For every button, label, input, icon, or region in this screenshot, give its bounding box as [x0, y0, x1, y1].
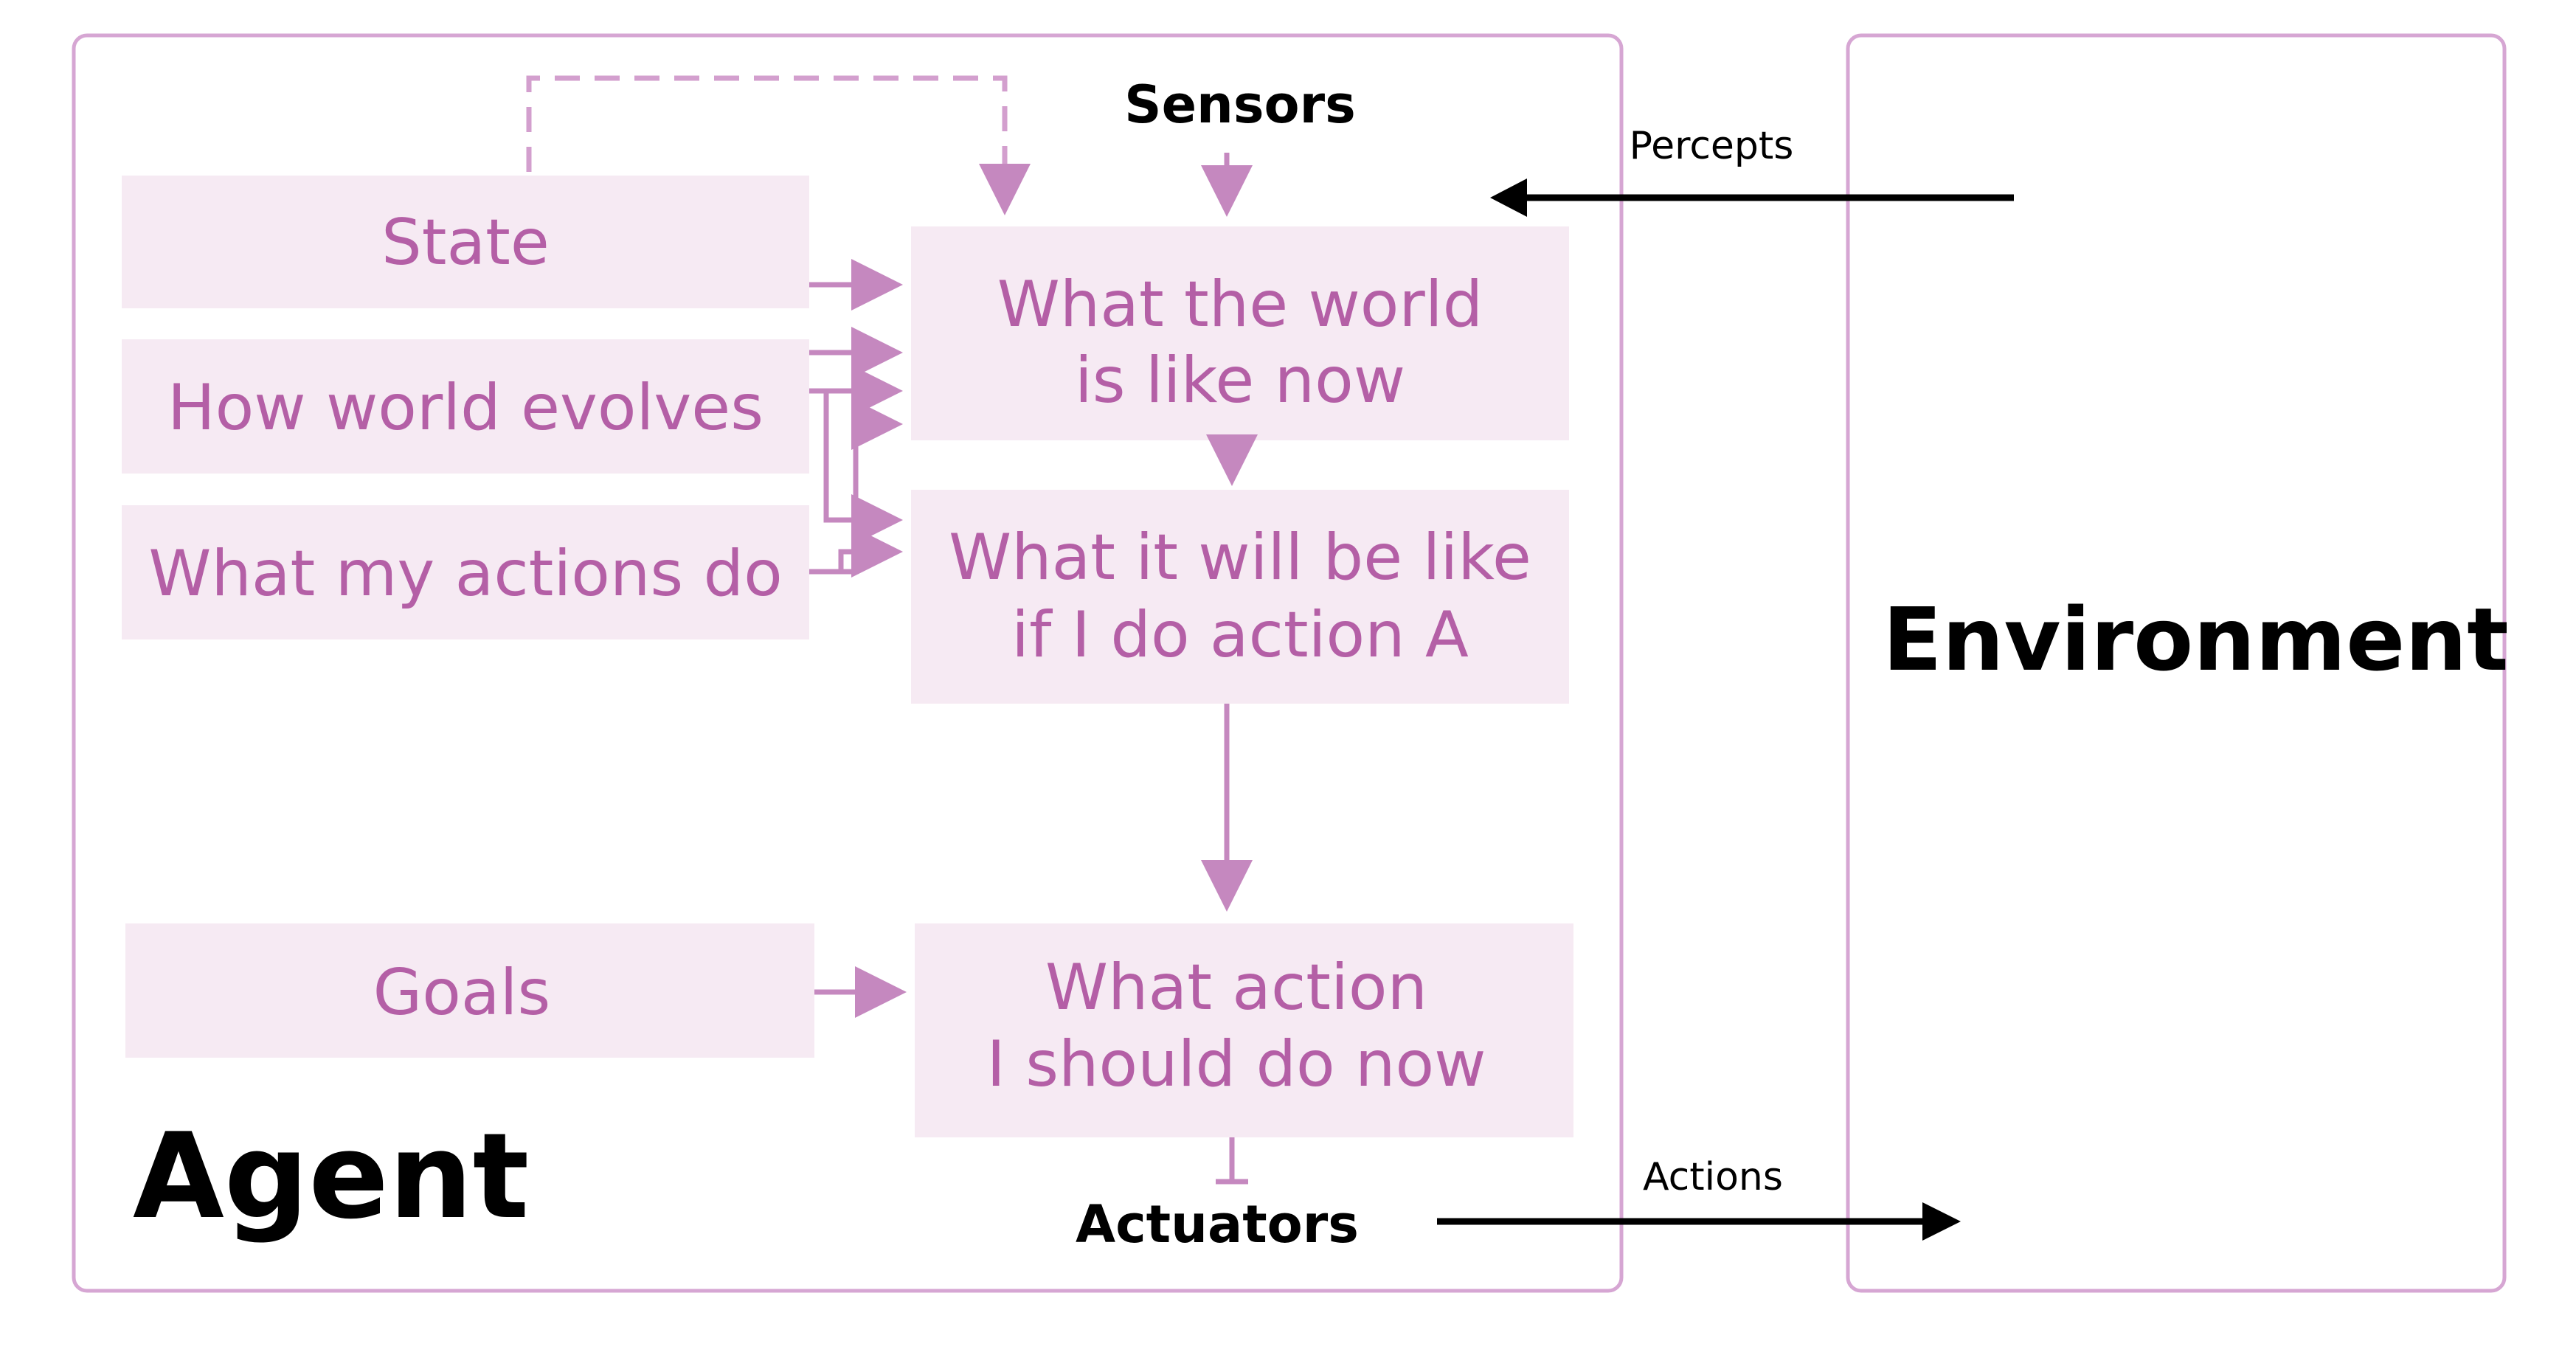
goals-label: Goals	[373, 956, 551, 1030]
actions-label: Actions	[1643, 1155, 1783, 1199]
state-label: State	[381, 206, 550, 280]
goals-box: Goals	[125, 923, 814, 1058]
actions-arrowhead	[1922, 1202, 1961, 1241]
world-now-line1: What the world	[997, 268, 1483, 342]
environment-frame	[1846, 33, 2507, 1293]
world-now-line2: is like now	[1075, 344, 1405, 417]
percepts-label: Percepts	[1630, 124, 1794, 168]
what-action-box: What action I should do now	[915, 923, 1573, 1137]
what-if-action-box: What it will be like if I do action A	[911, 490, 1569, 704]
what-action-line2: I should do now	[987, 1027, 1486, 1101]
environment-label: Environment	[1883, 589, 2509, 690]
what-my-actions-do-label: What my actions do	[148, 537, 782, 611]
agent-label: Agent	[133, 1107, 529, 1245]
what-action-line1: What action	[1045, 951, 1427, 1025]
what-if-action-line1: What it will be like	[949, 521, 1531, 594]
actions-branch-to-world	[809, 398, 903, 575]
state-box: State	[122, 176, 809, 308]
state-feedback-dashed-arrow	[526, 75, 1031, 215]
evolves-branch-to-what-if	[823, 391, 903, 546]
how-world-evolves-box: How world evolves	[122, 339, 809, 474]
how-world-evolves-label: How world evolves	[167, 371, 764, 445]
what-my-actions-do-box: What my actions do	[122, 505, 809, 639]
actions-branch-to-what-if	[838, 526, 903, 578]
world-now-box: What the world is like now	[911, 226, 1569, 440]
actuators-label: Actuators	[1076, 1194, 1359, 1255]
percepts-arrowhead	[1490, 178, 1527, 217]
sensors-label: Sensors	[1124, 74, 1356, 135]
what-if-action-line2: if I do action A	[1011, 598, 1469, 672]
